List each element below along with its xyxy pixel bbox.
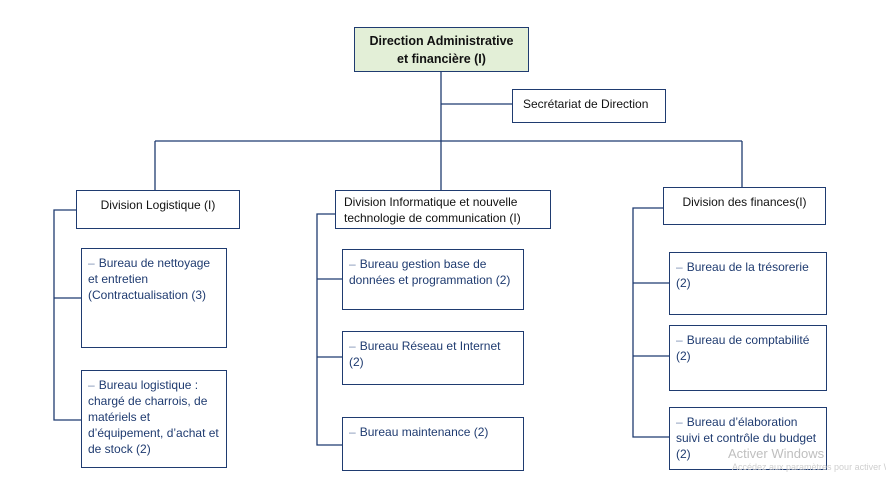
root-title-line1: Direction Administrative	[369, 34, 514, 48]
connector-side-1	[53, 209, 81, 421]
root-title-line2: et financière (I)	[397, 52, 486, 66]
bureau-box: –Bureau de nettoyage et entretien (Contr…	[81, 248, 227, 348]
bureau-label: Bureau logistique : chargé de charrois, …	[88, 378, 219, 456]
division-finances-box: Division des finances(I)	[663, 187, 826, 225]
windows-activation-watermark: Activer Windows	[728, 446, 825, 461]
bullet-dash: –	[349, 425, 356, 439]
bureau-label: Bureau maintenance (2)	[359, 425, 489, 439]
bureau-box: –Bureau d’élaboration suivi et contrôle …	[669, 407, 827, 470]
bureau-label: Bureau d’élaboration suivi et contrôle d…	[676, 415, 817, 461]
bureau-label: Bureau de la trésorerie (2)	[676, 260, 809, 290]
bureau-box: –Bureau de la trésorerie (2)	[669, 252, 827, 315]
bullet-dash: –	[88, 256, 95, 270]
bureau-box: –Bureau de comptabilité (2)	[669, 325, 827, 391]
bureau-box: –Bureau Réseau et Internet (2)	[342, 331, 524, 385]
bullet-dash: –	[349, 339, 356, 353]
windows-activation-subtitle: Accédez aux paramètres pour activer Wind…	[732, 462, 886, 472]
secretariat-box: Secrétariat de Direction	[512, 89, 666, 123]
bureau-label: Bureau gestion base de données et progra…	[349, 257, 511, 287]
division-informatique-box: Division Informatique et nouvelle techno…	[335, 190, 551, 229]
bullet-dash: –	[88, 378, 95, 392]
bullet-dash: –	[676, 333, 683, 347]
bullet-dash: –	[676, 415, 683, 429]
division-label: Division Informatique et nouvelle techno…	[344, 195, 521, 225]
bureau-label: Bureau Réseau et Internet (2)	[349, 339, 501, 369]
division-label: Division des finances(I)	[682, 195, 807, 209]
bureau-box: –Bureau maintenance (2)	[342, 417, 524, 471]
bureau-box: –Bureau logistique : chargé de charrois,…	[81, 370, 227, 468]
division-label: Division Logistique (I)	[100, 198, 216, 212]
bureau-label: Bureau de nettoyage et entretien (Contra…	[88, 256, 211, 302]
bureau-box: –Bureau gestion base de données et progr…	[342, 249, 524, 310]
secretariat-label: Secrétariat de Direction	[523, 97, 649, 111]
root-box: Direction Administrative et financière (…	[354, 27, 529, 72]
connector-side-3	[632, 207, 669, 438]
bureau-label: Bureau de comptabilité (2)	[676, 333, 810, 363]
bullet-dash: –	[676, 260, 683, 274]
division-logistique-box: Division Logistique (I)	[76, 190, 240, 229]
bullet-dash: –	[349, 257, 356, 271]
connector-side-2	[316, 213, 342, 446]
